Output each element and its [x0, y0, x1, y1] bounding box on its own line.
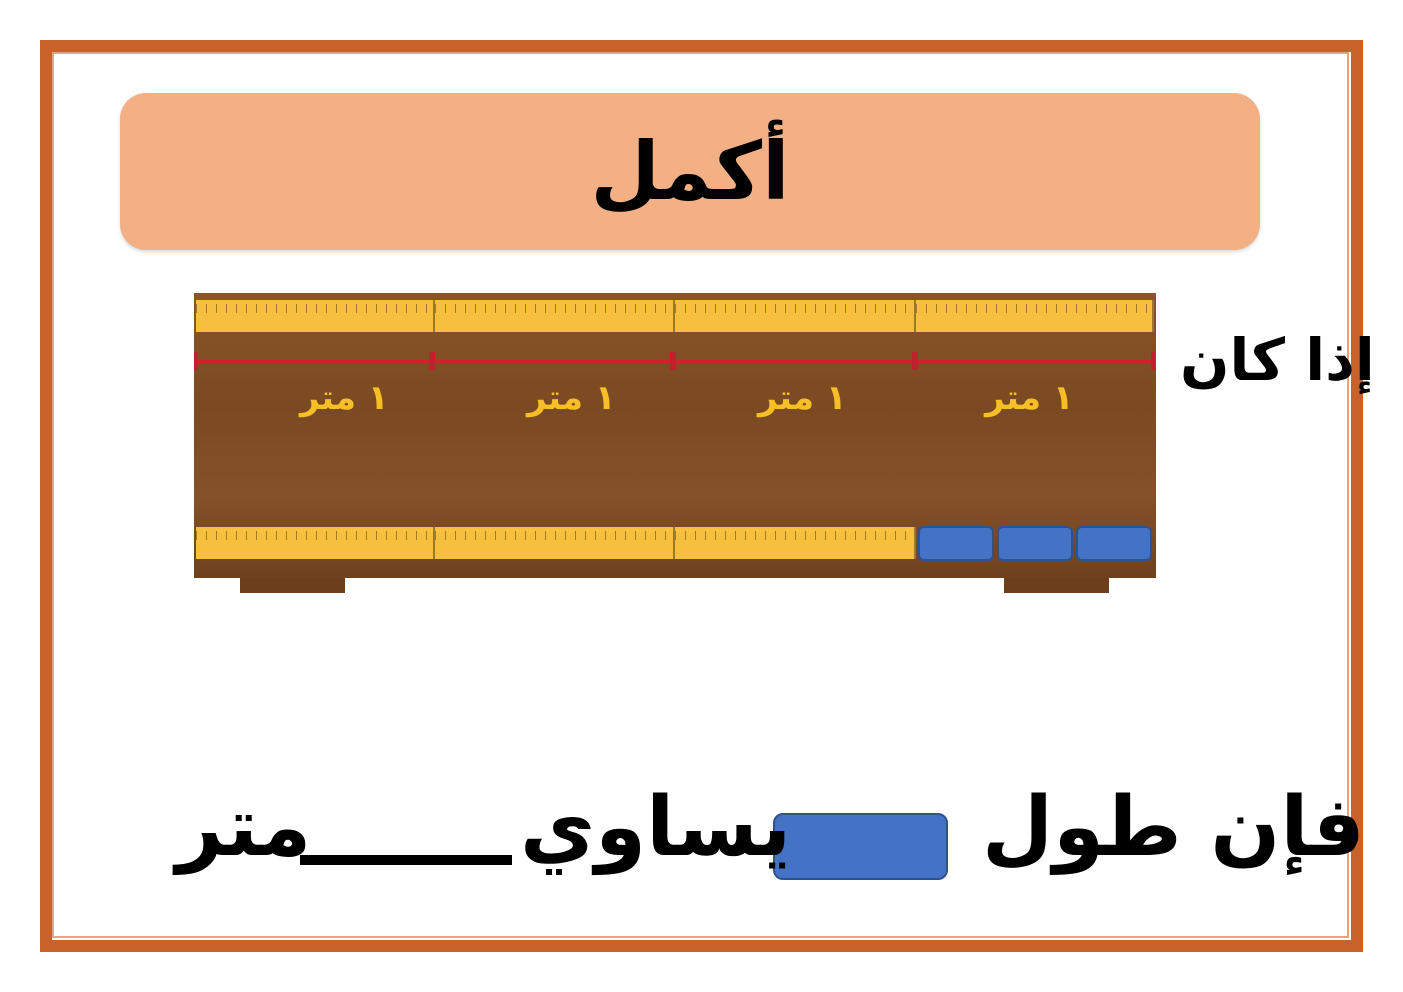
blue-block [918, 526, 994, 561]
equals-label: يساوي [520, 780, 792, 875]
ruler-bottom-3 [675, 527, 916, 559]
ruler-top-1 [196, 300, 435, 332]
board-foot-right [1004, 578, 1109, 593]
segment-label: ١ متر [985, 378, 1074, 418]
ruler-bottom-2 [435, 527, 675, 559]
page-frame-inner [52, 52, 1349, 938]
then-length-label: فإن طول [982, 780, 1365, 875]
segment-label: ١ متر [758, 378, 847, 418]
ruler-bottom-1 [196, 527, 435, 559]
page-title: أكمل [590, 125, 790, 218]
blue-block [1076, 526, 1152, 561]
blue-block [997, 526, 1073, 561]
measure-tick [912, 352, 918, 370]
answer-blank[interactable] [300, 855, 512, 865]
unit-label: متر [176, 780, 312, 875]
ruler-top-2 [435, 300, 675, 332]
blue-block-reference [773, 813, 948, 880]
ruler-top-3 [675, 300, 916, 332]
measure-tick [429, 352, 435, 370]
board-foot-left [240, 578, 345, 593]
measure-tick [194, 352, 198, 370]
measure-tick [1151, 352, 1155, 370]
title-banner: أكمل [120, 93, 1260, 250]
segment-label: ١ متر [527, 378, 616, 418]
measure-tick [670, 352, 676, 370]
ruler-top-4 [916, 300, 1154, 332]
segment-label: ١ متر [300, 378, 389, 418]
if-label: إذا كان [1180, 326, 1375, 394]
